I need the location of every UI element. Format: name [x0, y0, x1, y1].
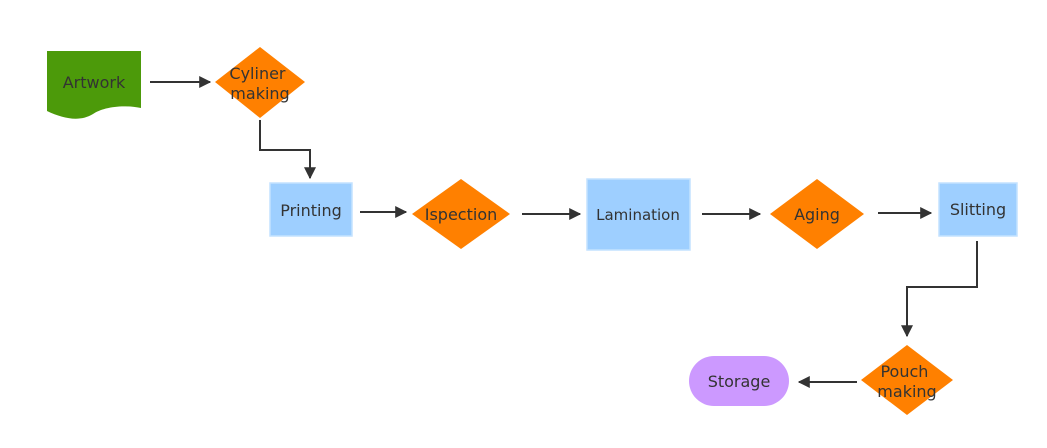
connectors — [150, 76, 978, 388]
node-cylinder-making-label-line-1: Cyliner — [229, 64, 286, 83]
decision-shape — [861, 345, 953, 415]
decision-shape — [412, 179, 510, 249]
node-pouch-making-label-line-2: making — [877, 382, 936, 401]
node-aging[interactable]: Aging — [770, 179, 864, 249]
process-shape — [938, 182, 1018, 237]
node-slitting-label: Slitting — [950, 200, 1006, 219]
process-shape — [269, 182, 353, 237]
node-slitting[interactable]: Slitting — [938, 182, 1018, 237]
node-printing[interactable]: Printing — [269, 182, 353, 237]
node-cylinder-making-label: Cyliner making — [229, 64, 290, 103]
node-aging-label: Aging — [794, 205, 840, 224]
node-inspection[interactable]: Ispection — [412, 179, 510, 249]
node-pouch-making[interactable]: Pouch making — [861, 345, 953, 415]
node-artwork-label: Artwork — [63, 73, 126, 92]
node-artwork[interactable]: Artwork — [47, 51, 141, 119]
process-shape — [586, 178, 691, 251]
node-cylinder-making[interactable]: Cyliner making — [215, 47, 305, 118]
node-pouch-making-label-line-1: Pouch — [880, 362, 928, 381]
document-shape — [47, 51, 141, 119]
edge-slitting-to-pouch-making — [901, 241, 978, 338]
node-inspection-label: Ispection — [425, 205, 498, 224]
decision-shape — [215, 47, 305, 118]
node-storage[interactable]: Storage — [689, 356, 789, 406]
terminal-shape — [689, 356, 789, 406]
decision-shape — [770, 179, 864, 249]
node-pouch-making-label: Pouch making — [877, 362, 936, 401]
node-storage-label: Storage — [708, 372, 771, 391]
node-cylinder-making-label-line-2: making — [230, 84, 289, 103]
node-printing-label: Printing — [280, 201, 342, 220]
node-lamination-label: Lamination — [596, 206, 680, 224]
node-lamination[interactable]: Lamination — [586, 178, 691, 251]
edge-cylinder-making-to-printing — [259, 120, 316, 180]
